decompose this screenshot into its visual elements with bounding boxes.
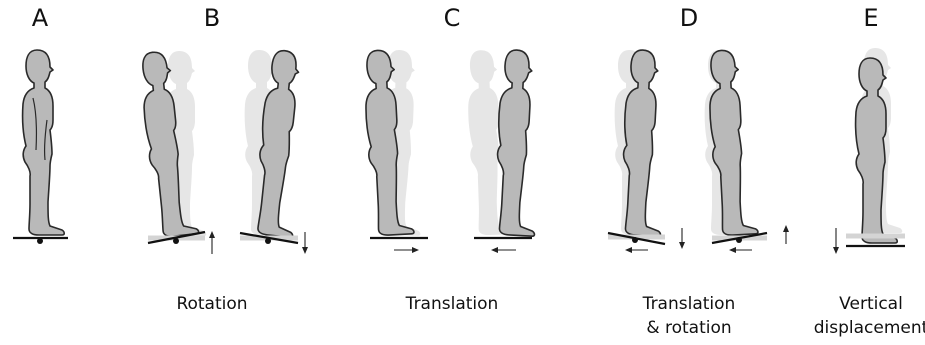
caption-line: Rotation [176, 292, 247, 316]
pivot [173, 238, 179, 244]
caption-c: Translation [406, 292, 499, 316]
panel-a-figure [13, 50, 68, 244]
panel-c-figure-right [466, 49, 544, 253]
caption-line: displacement [814, 316, 925, 340]
panel-b-figure-right [240, 49, 312, 254]
pivot [37, 238, 43, 244]
panel-c-figure-left [363, 49, 428, 253]
pivot [736, 237, 742, 243]
panel-label-a: A [32, 4, 48, 32]
panel-label-d: D [680, 4, 698, 32]
caption-d: Translation & rotation [643, 292, 736, 340]
caption-b: Rotation [176, 292, 247, 316]
panel-d-figure-right [705, 49, 789, 253]
panel-e-figure [833, 48, 905, 254]
panel-label-e: E [863, 4, 878, 32]
panel-d-figure-left [608, 49, 685, 253]
pivot [265, 238, 271, 244]
caption-line: Vertical [814, 292, 925, 316]
caption-line: & rotation [643, 316, 736, 340]
panel-label-b: B [204, 4, 220, 32]
caption-line: Translation [643, 292, 736, 316]
panel-b-figure-left [138, 49, 215, 254]
panel-label-c: C [444, 4, 461, 32]
pivot [632, 237, 638, 243]
caption-e: Vertical displacement [814, 292, 925, 340]
caption-line: Translation [406, 292, 499, 316]
